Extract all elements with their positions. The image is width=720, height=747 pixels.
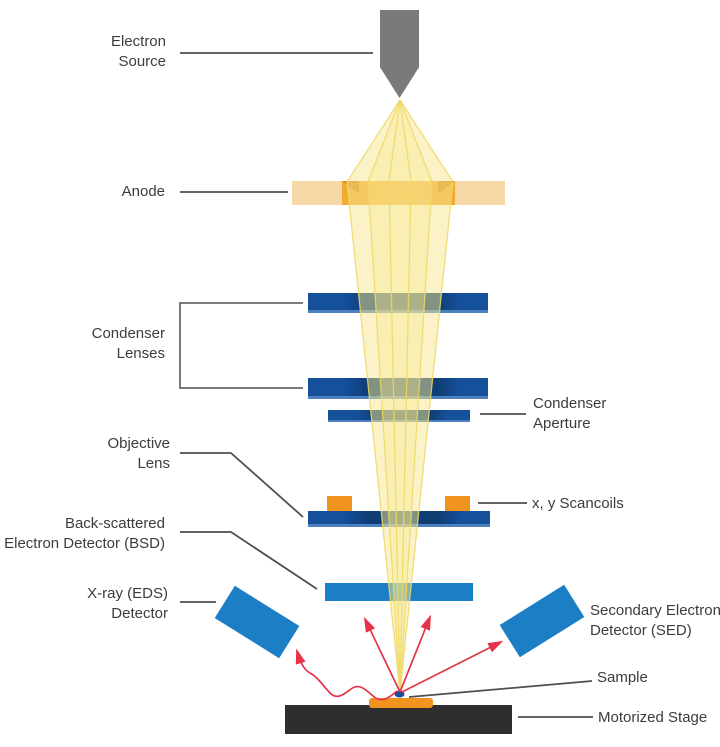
- label-line: Source: [118, 53, 166, 70]
- motorized-stage-label: Motorized Stage: [598, 708, 707, 728]
- condenser-lens-2-bar: [308, 378, 488, 399]
- sample-bar: [369, 698, 433, 708]
- eds-detector: [214, 585, 300, 659]
- motorized-stage-bar: [285, 705, 512, 734]
- electron-source-label: Electron Source: [111, 32, 166, 72]
- label-line: Electron Detector (BSD): [4, 535, 165, 552]
- anode-bevel-right: [438, 181, 455, 194]
- xray-wavy-arrow: [295, 648, 398, 701]
- electron-source-shape: [380, 10, 419, 98]
- label-line: Electron: [110, 33, 166, 50]
- label-line: Back-scattered: [64, 515, 165, 532]
- sed-label: Secondary Electron Detector (SED): [590, 601, 720, 641]
- condenser-aperture-bar: [328, 410, 470, 422]
- anode-beam-region: [342, 181, 455, 205]
- label-line: Condenser: [91, 325, 165, 342]
- bsd-label: Back-scattered Electron Detector (BSD): [4, 514, 165, 554]
- condenser-lens-1-bar: [308, 293, 488, 313]
- condenser-lenses-label: Condenser Lenses: [92, 324, 165, 364]
- sed-electron-arrow: [401, 640, 504, 693]
- condenser-aperture-label: Condenser Aperture: [533, 394, 606, 434]
- label-line: Motorized Stage: [598, 709, 708, 726]
- label-line: Detector: [111, 605, 168, 622]
- scattered-electron-arrows: [295, 614, 504, 701]
- beam-focus-dot: [394, 690, 405, 698]
- bsd-detector-bar: [325, 583, 473, 601]
- leader-sample: [408, 680, 593, 698]
- bsd-electron-arrow-left: [363, 616, 401, 693]
- label-line: Detector (SED): [590, 622, 692, 639]
- sed-detector: [499, 584, 585, 658]
- anode-label: Anode: [122, 182, 165, 202]
- anode-bar: [292, 181, 505, 205]
- label-line: Secondary Electron: [590, 602, 720, 619]
- leader-condenser-lenses-bracket: [179, 302, 303, 389]
- scancoil-right: [445, 496, 470, 511]
- label-line: x, y Scancoils: [532, 495, 624, 512]
- label-line: Condenser: [533, 395, 607, 412]
- label-line: Lens: [137, 455, 170, 472]
- objective-lens-bar: [308, 511, 490, 527]
- leader-objective-lens: [180, 452, 304, 518]
- xray-detector-label: X-ray (EDS) Detector: [87, 584, 168, 624]
- objective-lens-label: Objective Lens: [107, 434, 170, 474]
- leader-bsd: [180, 531, 318, 590]
- label-line: Sample: [597, 669, 648, 686]
- label-line: Anode: [121, 183, 165, 200]
- label-line: Lenses: [116, 345, 165, 362]
- label-line: X-ray (EDS): [87, 585, 168, 602]
- scancoils-label: x, y Scancoils: [532, 494, 624, 514]
- label-line: Aperture: [533, 415, 591, 432]
- sample-label: Sample: [597, 668, 648, 688]
- scancoil-left: [327, 496, 352, 511]
- bsd-electron-arrow-right: [399, 614, 431, 693]
- label-line: Objective: [107, 435, 170, 452]
- anode-bevel-left: [342, 181, 359, 194]
